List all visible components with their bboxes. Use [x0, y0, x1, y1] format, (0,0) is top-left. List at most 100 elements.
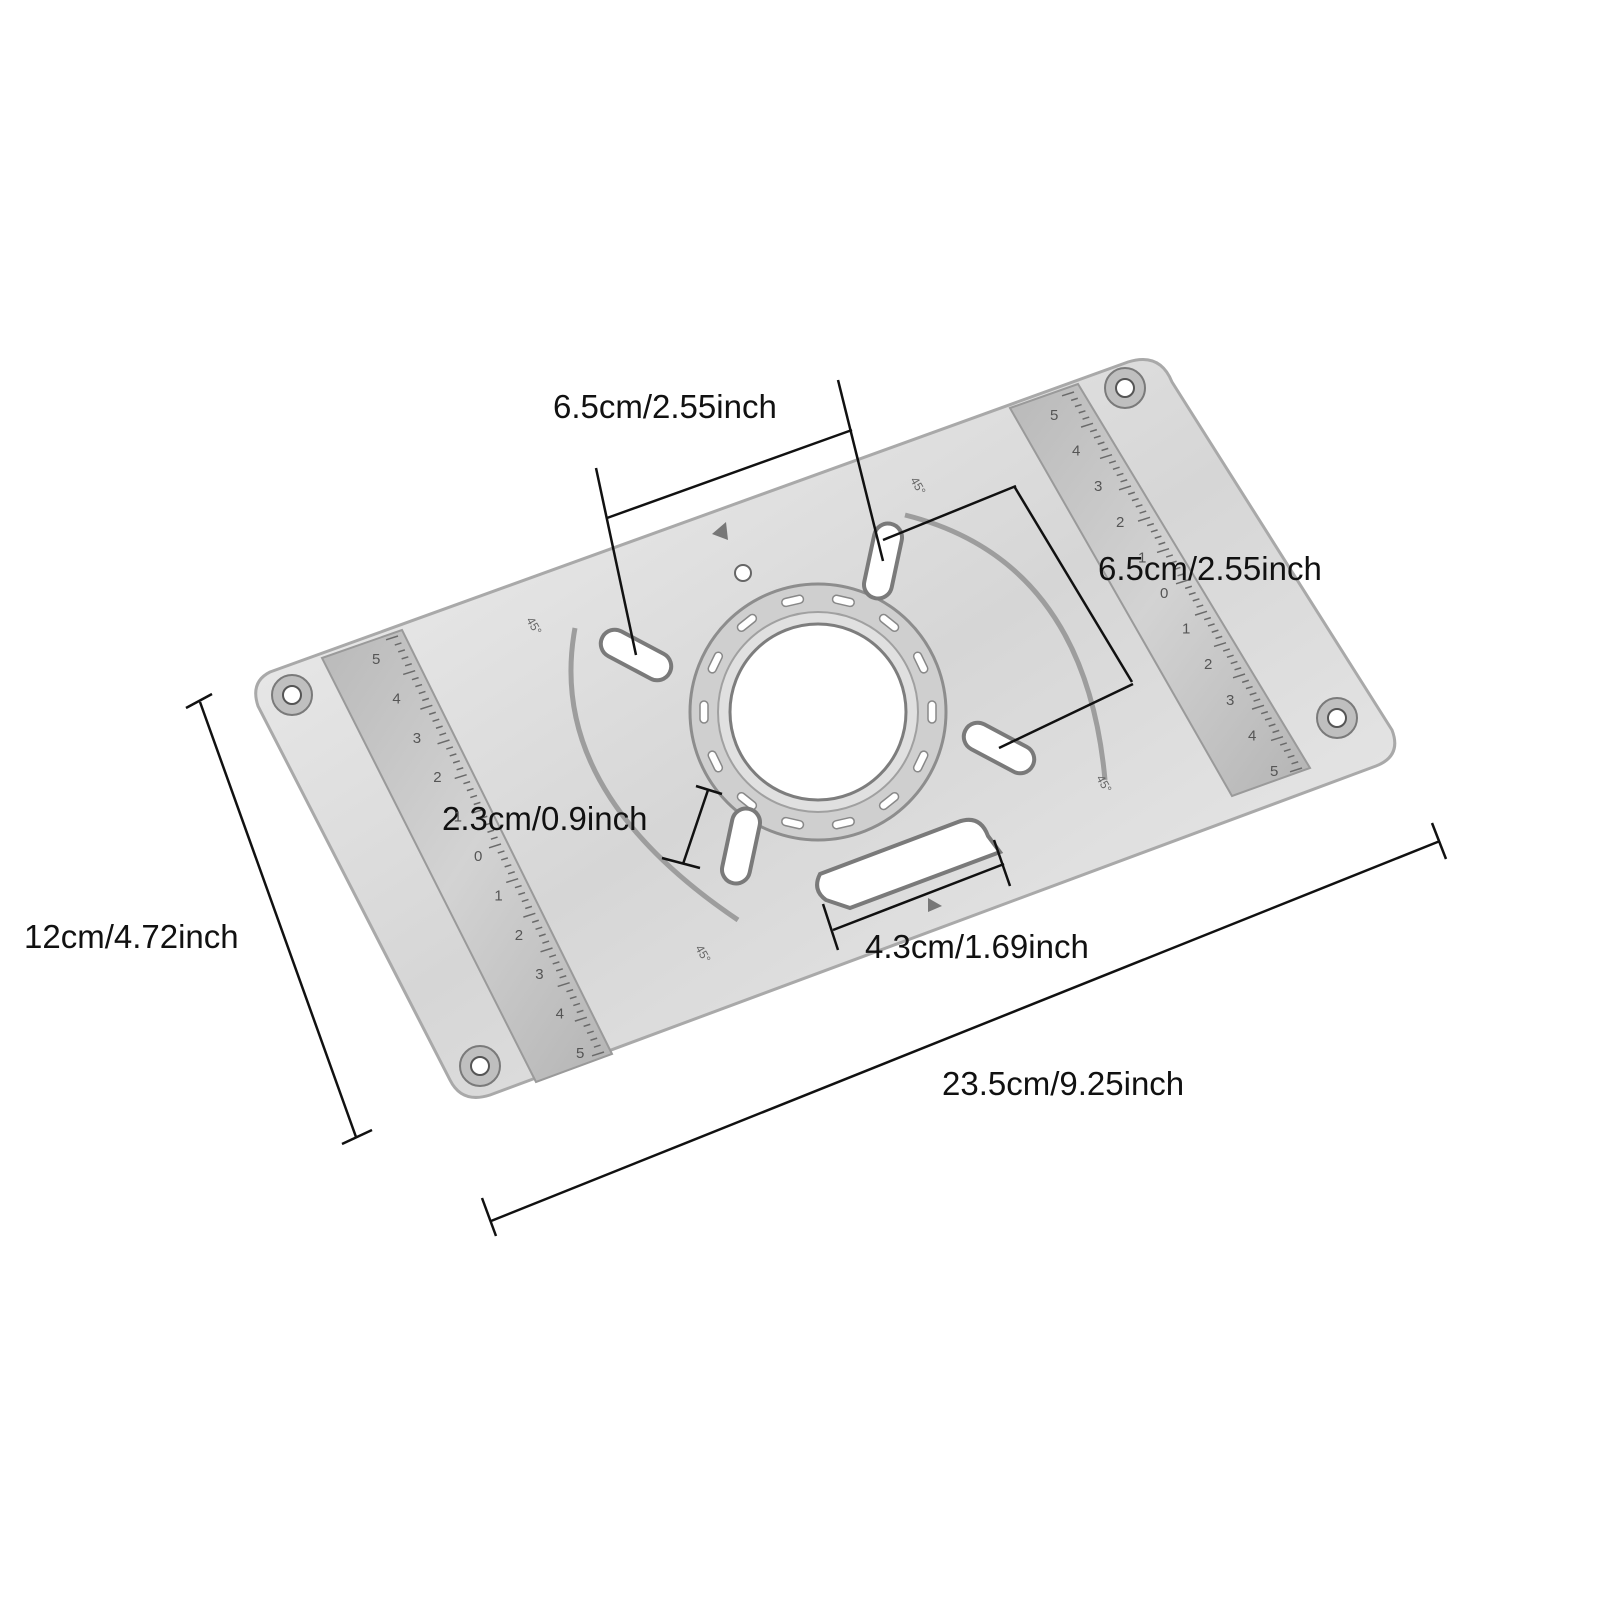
ruler-tick: [1061, 391, 1075, 397]
ruler-tick: [505, 877, 519, 884]
ruler-digit: 3: [1226, 692, 1234, 709]
ruler-tick: [422, 697, 430, 702]
ruler-tick: [1137, 516, 1151, 522]
plate-width-line: [198, 701, 358, 1138]
ruler-tick: [1268, 723, 1276, 727]
corner-hole-bottom-left: [459, 1045, 501, 1087]
dimension-labels: 6.5cm/2.55inch 6.5cm/2.55inch 2.3cm/0.9i…: [24, 388, 1322, 1102]
right-spacing-leader-bottom: [998, 682, 1134, 750]
plate-length-cap-right: [1430, 822, 1448, 860]
ruler-tick: [402, 669, 416, 676]
slot-length-cap-top: [695, 784, 723, 796]
ruler-tick: [552, 961, 560, 965]
ruler-tick: [500, 857, 509, 861]
ruler-tick: [1156, 547, 1170, 554]
left-ruler-ticks: [385, 635, 605, 1057]
ruler-tick: [1169, 560, 1177, 565]
ruler-tick: [1154, 535, 1162, 539]
rect-width-line: [832, 862, 1005, 932]
ring-slot: [736, 613, 758, 632]
ruler-digit: 1: [454, 809, 462, 826]
ruler-tick: [1184, 585, 1193, 590]
ruler-tick: [1177, 573, 1185, 577]
ruler-tick: [559, 975, 567, 979]
plate-length-line: [490, 839, 1441, 1223]
plate-width-cap-top: [185, 692, 213, 710]
ruler-tick: [1093, 435, 1101, 439]
ruler-tick: [415, 683, 423, 688]
ruler-tick: [514, 884, 522, 889]
ruler-tick: [1078, 410, 1086, 414]
ruler-digit: 5: [372, 651, 380, 668]
ruler-tick: [488, 843, 502, 849]
label-top-slot-spacing: 6.5cm/2.55inch: [553, 388, 777, 425]
ruler-tick: [1289, 767, 1303, 773]
ruler-tick: [449, 753, 457, 757]
ruler-tick: [1241, 679, 1250, 684]
ruler-tick: [1188, 591, 1196, 596]
ruler-tick: [591, 1051, 605, 1057]
ruler-tick: [1108, 460, 1117, 464]
label-slot-length: 2.3cm/0.9inch: [442, 800, 647, 837]
ruler-tick: [394, 642, 402, 646]
ruler-tick: [507, 871, 515, 875]
ruler-digit: 4: [556, 1006, 564, 1023]
ruler-digit: 3: [1094, 478, 1102, 495]
center-ring: [688, 582, 948, 842]
ruler-tick: [538, 933, 546, 937]
ruler-tick: [1165, 554, 1174, 558]
ruler-tick: [1070, 397, 1079, 402]
ruler-digit: 5: [576, 1045, 584, 1062]
ruler-tick: [1127, 491, 1136, 496]
ruler-tick: [1251, 704, 1265, 710]
ruler-tick: [1118, 485, 1132, 491]
ring-slots: [699, 594, 937, 830]
ruler-tick: [490, 836, 498, 840]
ruler-tick: [566, 988, 574, 993]
ruler-tick: [463, 780, 471, 785]
ruler-tick: [446, 746, 454, 750]
plate-width-cap-bottom: [341, 1128, 373, 1146]
ruler-tick: [1196, 604, 1204, 608]
ruler-tick: [1175, 579, 1189, 585]
ruler-digit: 2: [515, 927, 523, 944]
ruler-tick: [483, 822, 491, 827]
ring-slot: [927, 700, 937, 724]
ruler-digit: 0: [474, 848, 482, 865]
ring-slot: [831, 594, 855, 608]
ring-slot: [831, 816, 855, 830]
slot-length-cap-bottom: [661, 856, 701, 870]
ring-slot: [781, 816, 805, 830]
ruler-tick: [1245, 685, 1253, 690]
ruler-tick: [456, 767, 464, 771]
ruler-tick: [452, 760, 461, 764]
router-plate: 45° 45° 45° 45°: [254, 358, 1397, 1099]
ruler-tick: [1120, 479, 1128, 483]
ruler-tick: [1222, 648, 1231, 652]
ruler-tick: [1207, 623, 1215, 627]
ruler-tick: [1272, 729, 1280, 734]
ruler-tick: [1192, 598, 1200, 602]
ruler-tick: [1211, 629, 1219, 633]
ruler-tick: [593, 1044, 601, 1048]
ruler-tick: [1112, 466, 1120, 471]
ruler-tick: [487, 829, 495, 833]
top-spacing-leader-left: [594, 467, 638, 656]
angle-arc-left: [568, 627, 740, 923]
label-rect-opening-width: 4.3cm/1.69inch: [865, 928, 1089, 965]
left-ruler-strip: [320, 628, 614, 1084]
top-spacing-leader-right: [836, 379, 885, 562]
ruler-tick: [1230, 660, 1238, 665]
slot-length-line: [681, 789, 710, 865]
ruler-tick: [573, 1002, 581, 1007]
ruler-tick: [518, 891, 526, 896]
ruler-tick: [1253, 698, 1261, 702]
ruler-tick: [470, 794, 478, 799]
ruler-tick: [504, 864, 512, 868]
ruler-tick: [523, 912, 536, 918]
ruler-digit: 2: [433, 769, 441, 786]
right-ruler-ticks: [1061, 391, 1303, 773]
triangle-mark-top: [712, 522, 728, 540]
ruler-tick: [1135, 504, 1143, 508]
